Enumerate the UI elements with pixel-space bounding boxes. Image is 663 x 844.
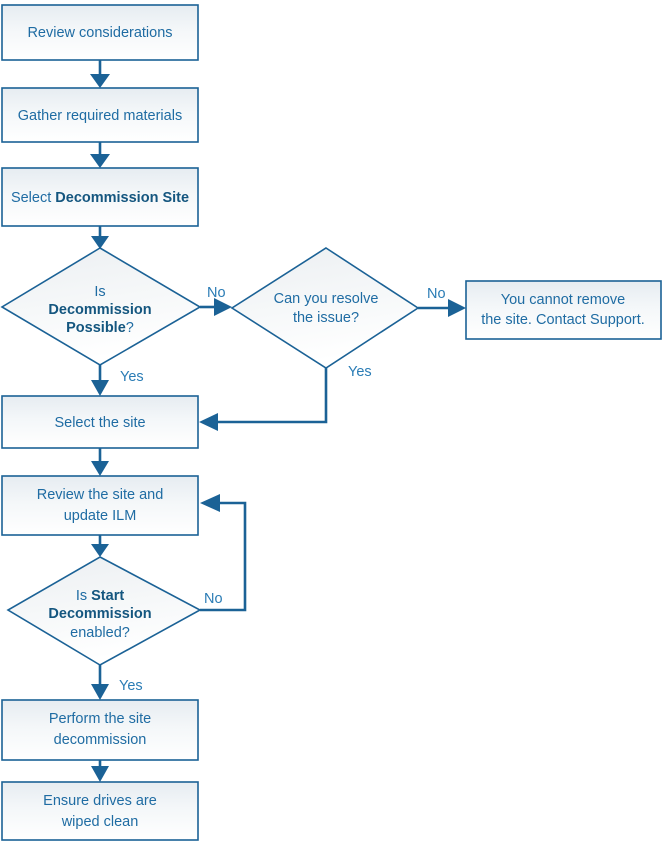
decision-label-line1: Can you resolve xyxy=(274,291,379,307)
edge-label-d2-yes: Yes xyxy=(348,364,372,380)
edge-label-d1-yes: Yes xyxy=(120,369,144,385)
connector-n2-n3 xyxy=(90,142,110,168)
node-select-the-site[interactable]: Select the site xyxy=(1,395,199,449)
node-select-decommission-site[interactable]: Select Decommission Site xyxy=(1,167,199,227)
connector-d1-yes-n5 xyxy=(91,365,109,396)
decision-label-line3: Possible? xyxy=(66,320,134,336)
edge-label-d3-no: No xyxy=(204,591,223,607)
node-perform-site-decommission[interactable]: Perform the site decommission xyxy=(1,699,199,761)
node-cannot-remove-site[interactable]: You cannot remove the site. Contact Supp… xyxy=(465,280,662,340)
node-label-line1: Review the site and xyxy=(37,487,164,503)
connector-d2-yes-n5 xyxy=(199,368,328,431)
node-label: Select Decommission Site xyxy=(11,190,189,206)
decision-label-line1: Is Start xyxy=(76,588,125,604)
connector-d1-no-d2 xyxy=(200,298,232,316)
decision-label-line2: Decommission xyxy=(48,606,151,622)
decision-label-line3: enabled? xyxy=(70,625,130,641)
edge-label-d3-yes: Yes xyxy=(119,678,143,694)
decision-label-line2: Decommission xyxy=(48,302,151,318)
node-review-considerations[interactable]: Review considerations xyxy=(1,4,199,61)
node-review-site-update-ilm[interactable]: Review the site and update ILM xyxy=(1,475,199,536)
node-label-line2: decommission xyxy=(54,732,147,748)
connector-d3-yes-n7 xyxy=(91,665,109,700)
decision-label-line1: Is xyxy=(94,284,105,300)
node-label-line2: update ILM xyxy=(64,508,137,524)
node-label-line2: the site. Contact Support. xyxy=(481,312,645,328)
connector-n1-n2 xyxy=(90,60,110,88)
node-gather-required-materials[interactable]: Gather required materials xyxy=(1,87,199,143)
node-label-line1: Perform the site xyxy=(49,711,151,727)
connector-d2-no-n4 xyxy=(418,299,466,317)
connector-n7-n8 xyxy=(91,760,109,782)
decision-is-start-decommission-enabled[interactable]: Is Start Decommission enabled? xyxy=(6,556,202,666)
node-label: Gather required materials xyxy=(18,108,182,124)
connector-n6-d3 xyxy=(91,535,109,557)
node-label: Select the site xyxy=(54,415,145,431)
node-label-line1: Ensure drives are xyxy=(43,793,157,809)
node-label-line2: wiped clean xyxy=(61,814,139,830)
connector-d3-no-n6 xyxy=(200,494,247,612)
node-label: Review considerations xyxy=(27,25,172,41)
edge-label-d1-no: No xyxy=(207,285,226,301)
decision-label-line2: the issue? xyxy=(293,310,359,326)
connector-n5-n6 xyxy=(91,448,109,476)
node-ensure-drives-wiped-clean[interactable]: Ensure drives are wiped clean xyxy=(1,781,199,841)
edge-label-d2-no: No xyxy=(427,286,446,302)
node-label-line1: You cannot remove xyxy=(501,292,625,308)
connector-n3-d1 xyxy=(91,226,109,249)
decision-is-decommission-possible[interactable]: Is Decommission Possible? xyxy=(0,247,202,366)
decision-can-you-resolve-the-issue[interactable]: Can you resolve the issue? xyxy=(230,247,420,369)
